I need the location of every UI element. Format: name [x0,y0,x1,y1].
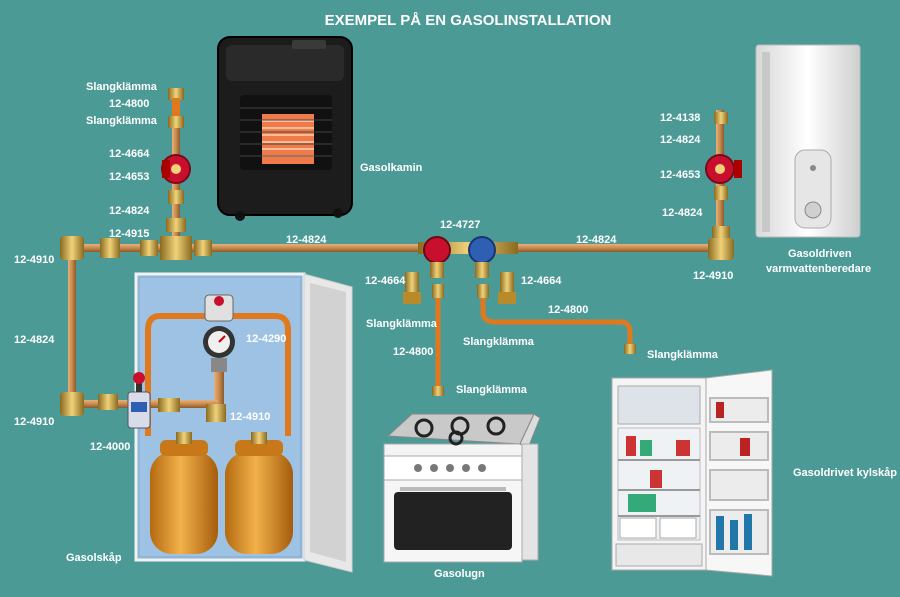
label-12-4000: 12-4000 [90,441,130,453]
hose-top [172,98,180,116]
page-title: EXEMPEL PÅ EN GASOLINSTALLATION [325,12,612,29]
water-heater-label-2: varmvattenberedare [766,263,871,275]
gas-heater-icon [218,37,352,221]
gasolugn-label: Gasolugn [434,568,485,580]
label-12-4290: 12-4290 [246,333,286,345]
label-12-4910-left-a: 12-4910 [14,254,54,266]
label-12-4800-mid-left: 12-4800 [393,346,433,358]
label-12-4664-left: 12-4664 [109,148,150,160]
label-12-4915: 12-4915 [109,228,149,240]
label-12-4824-left-b: 12-4824 [14,334,55,346]
label-12-4824-left-a: 12-4824 [109,205,150,217]
label-12-4800-top: 12-4800 [109,98,149,110]
label-slangklamma-mid-right: Slangklämma [463,336,535,348]
label-12-4910-left-b: 12-4910 [14,416,54,428]
label-12-4824-right-a: 12-4824 [660,134,701,146]
label-12-4727: 12-4727 [440,219,480,231]
label-12-4664-mid-right: 12-4664 [521,275,562,287]
label-12-4910-right: 12-4910 [693,270,733,282]
label-slangklamma-stove: Slangklämma [456,384,528,396]
fridge-icon [612,370,772,576]
water-heater-icon [756,45,860,237]
label-12-4800-mid-right: 12-4800 [548,304,588,316]
label-12-4653-left: 12-4653 [109,171,149,183]
label-slangklamma-top1: Slangklämma [86,81,158,93]
gasolskap-label: Gasolskåp [66,552,122,564]
manifold-icon [403,237,518,304]
gas-stove-icon [384,414,540,562]
label-12-4824-pipe-right: 12-4824 [576,234,617,246]
label-12-4664-mid-left: 12-4664 [365,275,406,287]
label-12-4824-pipe-left: 12-4824 [286,234,327,246]
label-slangklamma-fridge: Slangklämma [647,349,719,361]
label-12-4824-right-b: 12-4824 [662,207,703,219]
fridge-label: Gasoldrivet kylskåp [793,467,897,479]
label-12-4138: 12-4138 [660,112,700,124]
label-12-4910-cabinet: 12-4910 [230,411,270,423]
label-slangklamma-mid-left: Slangklämma [366,318,438,330]
label-slangklamma-top2: Slangklämma [86,115,158,127]
water-heater-label-1: Gasoldriven [788,248,852,260]
label-12-4653-right: 12-4653 [660,169,700,181]
gasolkamin-label: Gasolkamin [360,162,423,174]
